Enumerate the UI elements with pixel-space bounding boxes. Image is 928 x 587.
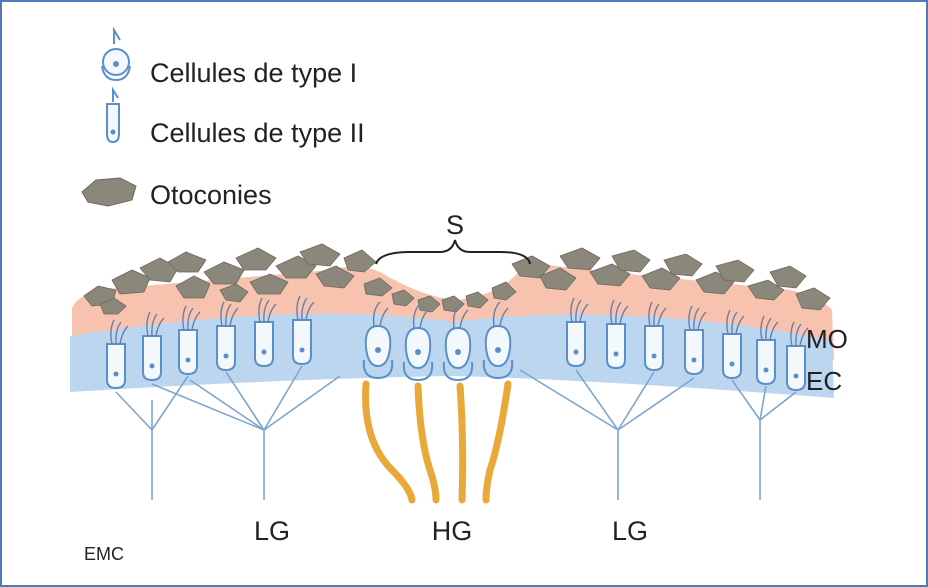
striola-label: S (446, 210, 464, 240)
emc-logo: EMC (84, 544, 124, 564)
otoconia-icon (82, 178, 136, 206)
legend-otoconia-label: Otoconies (150, 180, 272, 210)
lg-left-label: LG (254, 516, 290, 546)
mo-label: MO (806, 324, 848, 354)
lg-right-label: LG (612, 516, 648, 546)
type-1-cell-icon (102, 30, 130, 80)
striola-bracket (376, 240, 530, 264)
hg-label: HG (432, 516, 473, 546)
legend-type-1-label: Cellules de type I (150, 58, 357, 88)
hg-fibers (366, 384, 508, 500)
emc-logo-text: EMC (84, 544, 124, 564)
legend-type-2-label: Cellules de type II (150, 118, 365, 148)
ec-label: EC (806, 366, 842, 396)
type-2-cell-icon (107, 90, 119, 142)
